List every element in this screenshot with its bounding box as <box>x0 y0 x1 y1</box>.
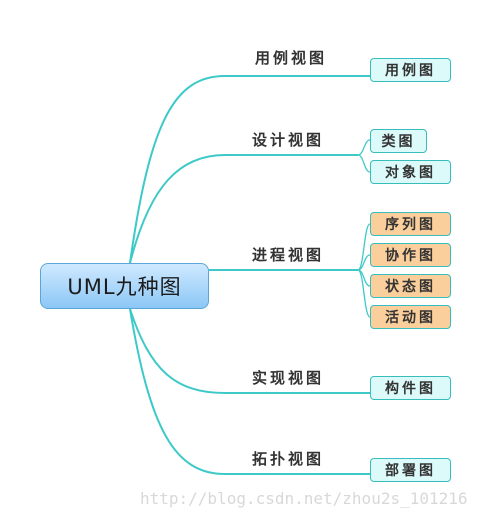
connector-leaf-sequence <box>357 223 371 271</box>
branch-label-process: 进程视图 <box>252 246 325 264</box>
leaf-activity-diagram: 活动图 <box>370 305 451 329</box>
connector-leaf-object <box>357 154 371 173</box>
leaf-collaboration-diagram: 协作图 <box>370 243 451 267</box>
leaf-object-diagram: 对象图 <box>370 160 451 184</box>
branch-label-implementation: 实现视图 <box>252 369 325 387</box>
leaf-deployment-diagram: 部署图 <box>370 458 451 482</box>
connector-branch-use-case <box>129 75 370 264</box>
branch-label-use-case: 用例视图 <box>255 49 328 67</box>
connector-leaf-activity <box>357 269 371 318</box>
watermark-text: http://blog.csdn.net/zhou2s_101216 <box>140 489 468 508</box>
connector-branch-design <box>129 154 358 264</box>
leaf-use-case-diagram: 用例图 <box>370 58 451 82</box>
leaf-class-diagram: 类图 <box>370 129 427 153</box>
root-node-label: UML九种图 <box>67 275 182 299</box>
leaf-sequence-diagram: 序列图 <box>370 212 451 236</box>
connector-leaf-class <box>357 139 371 156</box>
branch-label-design: 设计视图 <box>252 131 325 149</box>
connector-leaf-collaboration <box>357 254 371 271</box>
root-node: UML九种图 <box>40 263 209 309</box>
connector-branch-implementation <box>129 308 370 394</box>
branch-label-topology: 拓扑视图 <box>252 450 325 468</box>
leaf-component-diagram: 构件图 <box>370 376 451 400</box>
connector-branch-topology <box>129 308 370 475</box>
leaf-state-diagram: 状态图 <box>370 274 451 298</box>
